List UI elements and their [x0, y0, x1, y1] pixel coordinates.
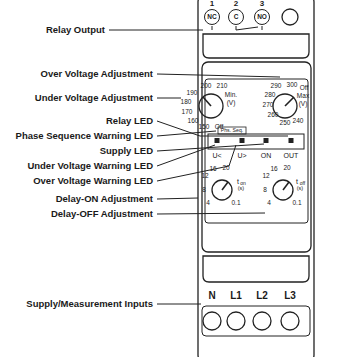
- dial-mark: 200: [201, 83, 212, 90]
- dial-mark: Off: [300, 85, 309, 92]
- dial-unit: (s): [238, 186, 244, 192]
- callout-label: Under Voltage Warning LED: [27, 161, 153, 171]
- callout-label: Delay-OFF Adjustment: [51, 209, 153, 219]
- dial-mark: 4: [206, 200, 210, 207]
- terminal-number: 2: [234, 0, 238, 8]
- terminal-number: 3: [260, 0, 264, 8]
- dial-mark: 20: [222, 165, 229, 172]
- terminal-circle: NO: [254, 9, 270, 25]
- dial-mark: 250: [280, 120, 291, 127]
- dial-mark: 0.1: [292, 200, 301, 207]
- callout-label: Over Voltage Adjustment: [41, 69, 153, 79]
- dial-mark: 12: [262, 173, 269, 180]
- terminal-name: L1: [230, 291, 242, 301]
- dial-mark: 180: [181, 99, 192, 106]
- dial-mark: Max: [297, 93, 309, 100]
- led-label: U>: [237, 152, 246, 159]
- dial-unit: off: [300, 181, 305, 186]
- dial-mark: 160: [188, 118, 199, 125]
- callout-label: Over Voltage Warning LED: [33, 176, 153, 186]
- dial-mark: 8: [202, 187, 206, 194]
- dial-mark: 280: [265, 92, 276, 99]
- terminal-label: NC: [207, 14, 216, 21]
- dial-mark: 12: [201, 173, 208, 180]
- dial-mark: 150: [199, 124, 210, 131]
- dial-mark: 8: [263, 187, 267, 194]
- callout-label: Delay-ON Adjustment: [56, 194, 153, 204]
- dial-mark: 20: [283, 165, 290, 172]
- dial-mark: 210: [217, 83, 228, 90]
- dial-mark: 16: [209, 166, 216, 173]
- dial-unit: on: [240, 181, 246, 186]
- led-label: OUT: [284, 152, 299, 159]
- dial-mark: 0.1: [231, 200, 240, 207]
- callout-label: Phase Sequence Warning LED: [16, 131, 153, 141]
- terminal-number: 1: [210, 0, 214, 8]
- dial-mark: 4: [267, 200, 271, 207]
- terminal-label: NO: [257, 14, 267, 21]
- callout-label: Supply/Measurement Inputs: [26, 299, 153, 309]
- dial-mark: (V): [299, 101, 308, 108]
- dial-unit: t: [296, 178, 298, 185]
- terminal-name: L2: [256, 291, 268, 301]
- terminal-circle: NC: [204, 9, 220, 25]
- callout-label: Relay Output: [46, 25, 105, 35]
- dial-unit: (s): [297, 186, 303, 192]
- dial-mark: 16: [270, 166, 277, 173]
- terminal-name: L3: [284, 291, 296, 301]
- led-group-label: Phs. Seq.: [221, 128, 244, 133]
- callout-label: Under Voltage Adjustment: [35, 93, 153, 103]
- callout-label: Relay LED: [106, 116, 153, 126]
- dial-mark: 240: [293, 118, 304, 125]
- terminal-label: C: [234, 14, 239, 21]
- dial-mark: 260: [268, 112, 279, 119]
- dial-mark: 170: [182, 109, 193, 116]
- dial-unit: t: [237, 178, 239, 185]
- terminal-name: N: [208, 291, 215, 301]
- dial-mark: Min.: [225, 92, 237, 99]
- terminal-circle: C: [228, 9, 244, 25]
- dial-mark: (V): [227, 100, 236, 107]
- callout-label: Supply LED: [100, 146, 153, 156]
- dial-mark: 290: [271, 83, 282, 90]
- dial-mark: 190: [187, 90, 198, 97]
- led-label: ON: [261, 152, 272, 159]
- led-label: U<: [212, 152, 221, 159]
- dial-mark: 270: [263, 102, 274, 109]
- dial-mark: 300: [287, 82, 298, 89]
